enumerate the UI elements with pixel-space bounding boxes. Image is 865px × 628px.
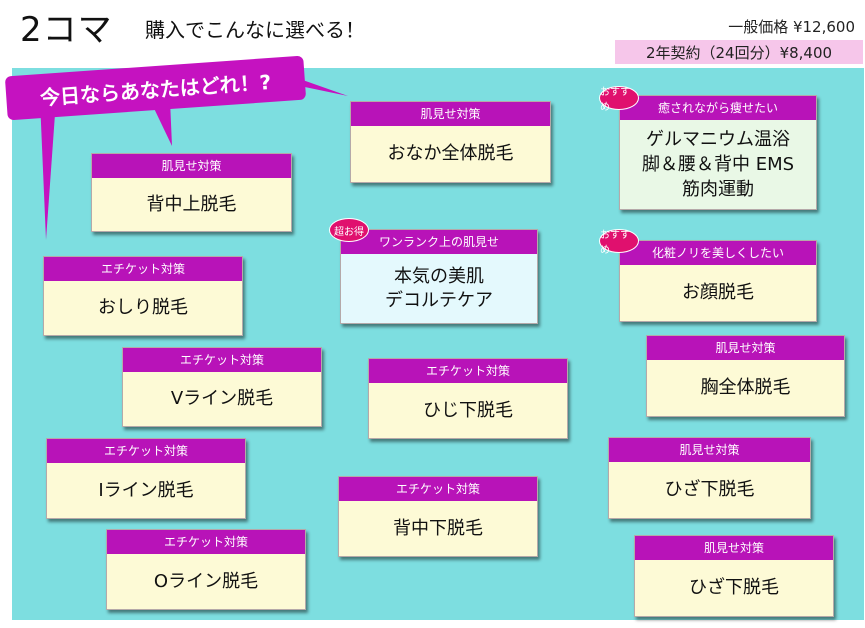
card-category-label: エチケット対策 [123,348,321,372]
card-treatment-name: 胸全体脱毛 [700,377,791,398]
card-treatment-name: Oライン脱毛 [153,570,259,592]
menu-card-chest[interactable]: 肌見せ対策 胸全体脱毛 [646,335,845,417]
card-treatment-name: 本気の美肌 デコルテケア [385,265,493,311]
card-category-label: 肌見せ対策 [351,102,550,126]
card-treatment-name: 背中下脱毛 [393,517,483,539]
card-category-label: 化粧ノリを美しくしたい [620,241,816,265]
card-treatment-name: Vライン脱毛 [170,388,274,409]
menu-card-knee-lower-2[interactable]: 肌見せ対策 ひざ下脱毛 [634,535,834,617]
menu-card-i-line[interactable]: エチケット対策 Iライン脱毛 [46,438,246,519]
card-treatment-name: おなか全体脱毛 [387,143,514,164]
menu-card-decollete[interactable]: ワンランク上の肌見せ 本気の美肌 デコルテケア [340,229,538,324]
card-treatment-name: ひざ下脱毛 [664,479,755,500]
price-contract: 2年契約（24回分）¥8,400 [615,40,863,64]
menu-card-germanium[interactable]: 癒されながら痩せたい ゲルマニウム温浴 脚＆腰＆背中 EMS 筋肉運動 [619,95,817,210]
card-category-label: 肌見せ対策 [647,336,844,360]
card-treatment-name: お顔脱毛 [682,282,754,303]
card-treatment-name: 背中上脱毛 [146,193,237,215]
recommend-badge: おすすめ [599,229,639,256]
menu-card-belly[interactable]: 肌見せ対策 おなか全体脱毛 [350,101,551,183]
menu-card-o-line[interactable]: エチケット対策 Oライン脱毛 [106,529,306,610]
great-deal-badge: 超お得 [329,218,369,242]
menu-card-back-lower[interactable]: エチケット対策 背中下脱毛 [338,476,538,557]
card-category-label: エチケット対策 [369,359,567,383]
menu-card-hip[interactable]: エチケット対策 おしり脱毛 [43,256,243,336]
page-title: 2コマ [20,10,113,50]
card-treatment-name: ひじ下脱毛 [423,399,513,421]
card-treatment-name: おしり脱毛 [98,297,188,318]
card-treatment-name: Iライン脱毛 [98,479,194,501]
menu-card-back-upper[interactable]: 肌見せ対策 背中上脱毛 [91,153,292,232]
card-category-label: 癒されながら痩せたい [620,96,816,120]
card-category-label: 肌見せ対策 [609,438,810,462]
recommend-badge: おすすめ [599,86,639,113]
price-regular: 一般価格 ¥12,600 [728,18,855,36]
card-category-label: エチケット対策 [47,439,245,463]
page-subtitle: 購入でこんなに選べる！ [145,18,365,42]
card-category-label: エチケット対策 [44,257,242,281]
card-treatment-name: ゲルマニウム温浴 脚＆腰＆背中 EMS 筋肉運動 [641,129,795,200]
card-category-label: エチケット対策 [107,530,305,554]
card-treatment-name: ひざ下脱毛 [689,577,779,598]
menu-card-face[interactable]: 化粧ノリを美しくしたい お顔脱毛 [619,240,817,322]
card-category-label: エチケット対策 [339,477,537,501]
card-category-label: 肌見せ対策 [635,536,833,560]
card-category-label: ワンランク上の肌見せ [341,230,537,254]
card-category-label: 肌見せ対策 [92,154,291,178]
menu-card-elbow[interactable]: エチケット対策 ひじ下脱毛 [368,358,568,439]
menu-card-knee-lower[interactable]: 肌見せ対策 ひざ下脱毛 [608,437,811,519]
menu-card-v-line[interactable]: エチケット対策 Vライン脱毛 [122,347,322,427]
